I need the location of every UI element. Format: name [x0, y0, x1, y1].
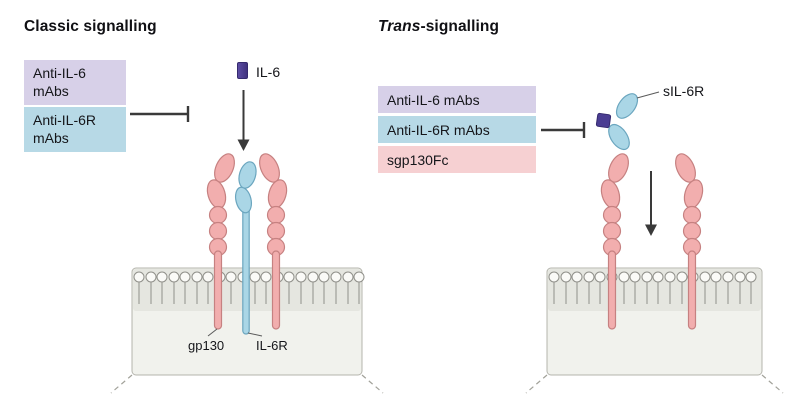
- label-connectors: [207, 91, 660, 337]
- sgp130fc-box: sgp130Fc: [378, 146, 536, 173]
- il6-label: IL-6: [256, 64, 281, 80]
- anti-il6-mabs-box-trans: Anti-IL-6 mAbs: [378, 86, 536, 113]
- box-text: Anti-IL-6R mAbs: [387, 121, 490, 138]
- il6r-chain: [234, 161, 257, 335]
- sil6r-molecule: [608, 93, 639, 151]
- box-text-line: Anti-IL-6R: [33, 112, 97, 128]
- anti-il6-mabs-box-classic: Anti-IL-6 mAbs: [24, 60, 126, 105]
- down-arrow-trans: [645, 171, 657, 236]
- gp130-label: gp130: [188, 338, 225, 353]
- box-text-line: Anti-IL-6: [33, 65, 86, 81]
- il6-bound-molecule: [595, 112, 612, 129]
- il6-icon: [237, 62, 248, 79]
- membrane-right: [546, 267, 763, 376]
- membrane-continuation-dashes: [110, 374, 784, 394]
- box-text: Anti-IL-6 mAbs: [387, 91, 480, 108]
- inhibition-tbar-trans: [541, 122, 586, 138]
- down-arrow-classic: [237, 90, 250, 151]
- trans-title: Trans-signalling: [378, 18, 499, 36]
- trans-title-rest: -signalling: [420, 18, 500, 35]
- box-text-line: mAbs: [33, 83, 69, 100]
- classic-title: Classic signalling: [24, 18, 157, 35]
- inhibition-tbar-classic: [130, 106, 190, 122]
- anti-il6r-mabs-box-classic: Anti-IL-6R mAbs: [24, 107, 126, 152]
- box-text: sgp130Fc: [387, 151, 449, 168]
- trans-title-em: Trans: [378, 18, 421, 35]
- box-text-line: mAbs: [33, 130, 69, 147]
- anti-il6r-mabs-box-trans: Anti-IL-6R mAbs: [378, 116, 536, 143]
- il6r-label: IL-6R: [256, 338, 288, 353]
- sil6r-label: sIL-6R: [663, 83, 705, 99]
